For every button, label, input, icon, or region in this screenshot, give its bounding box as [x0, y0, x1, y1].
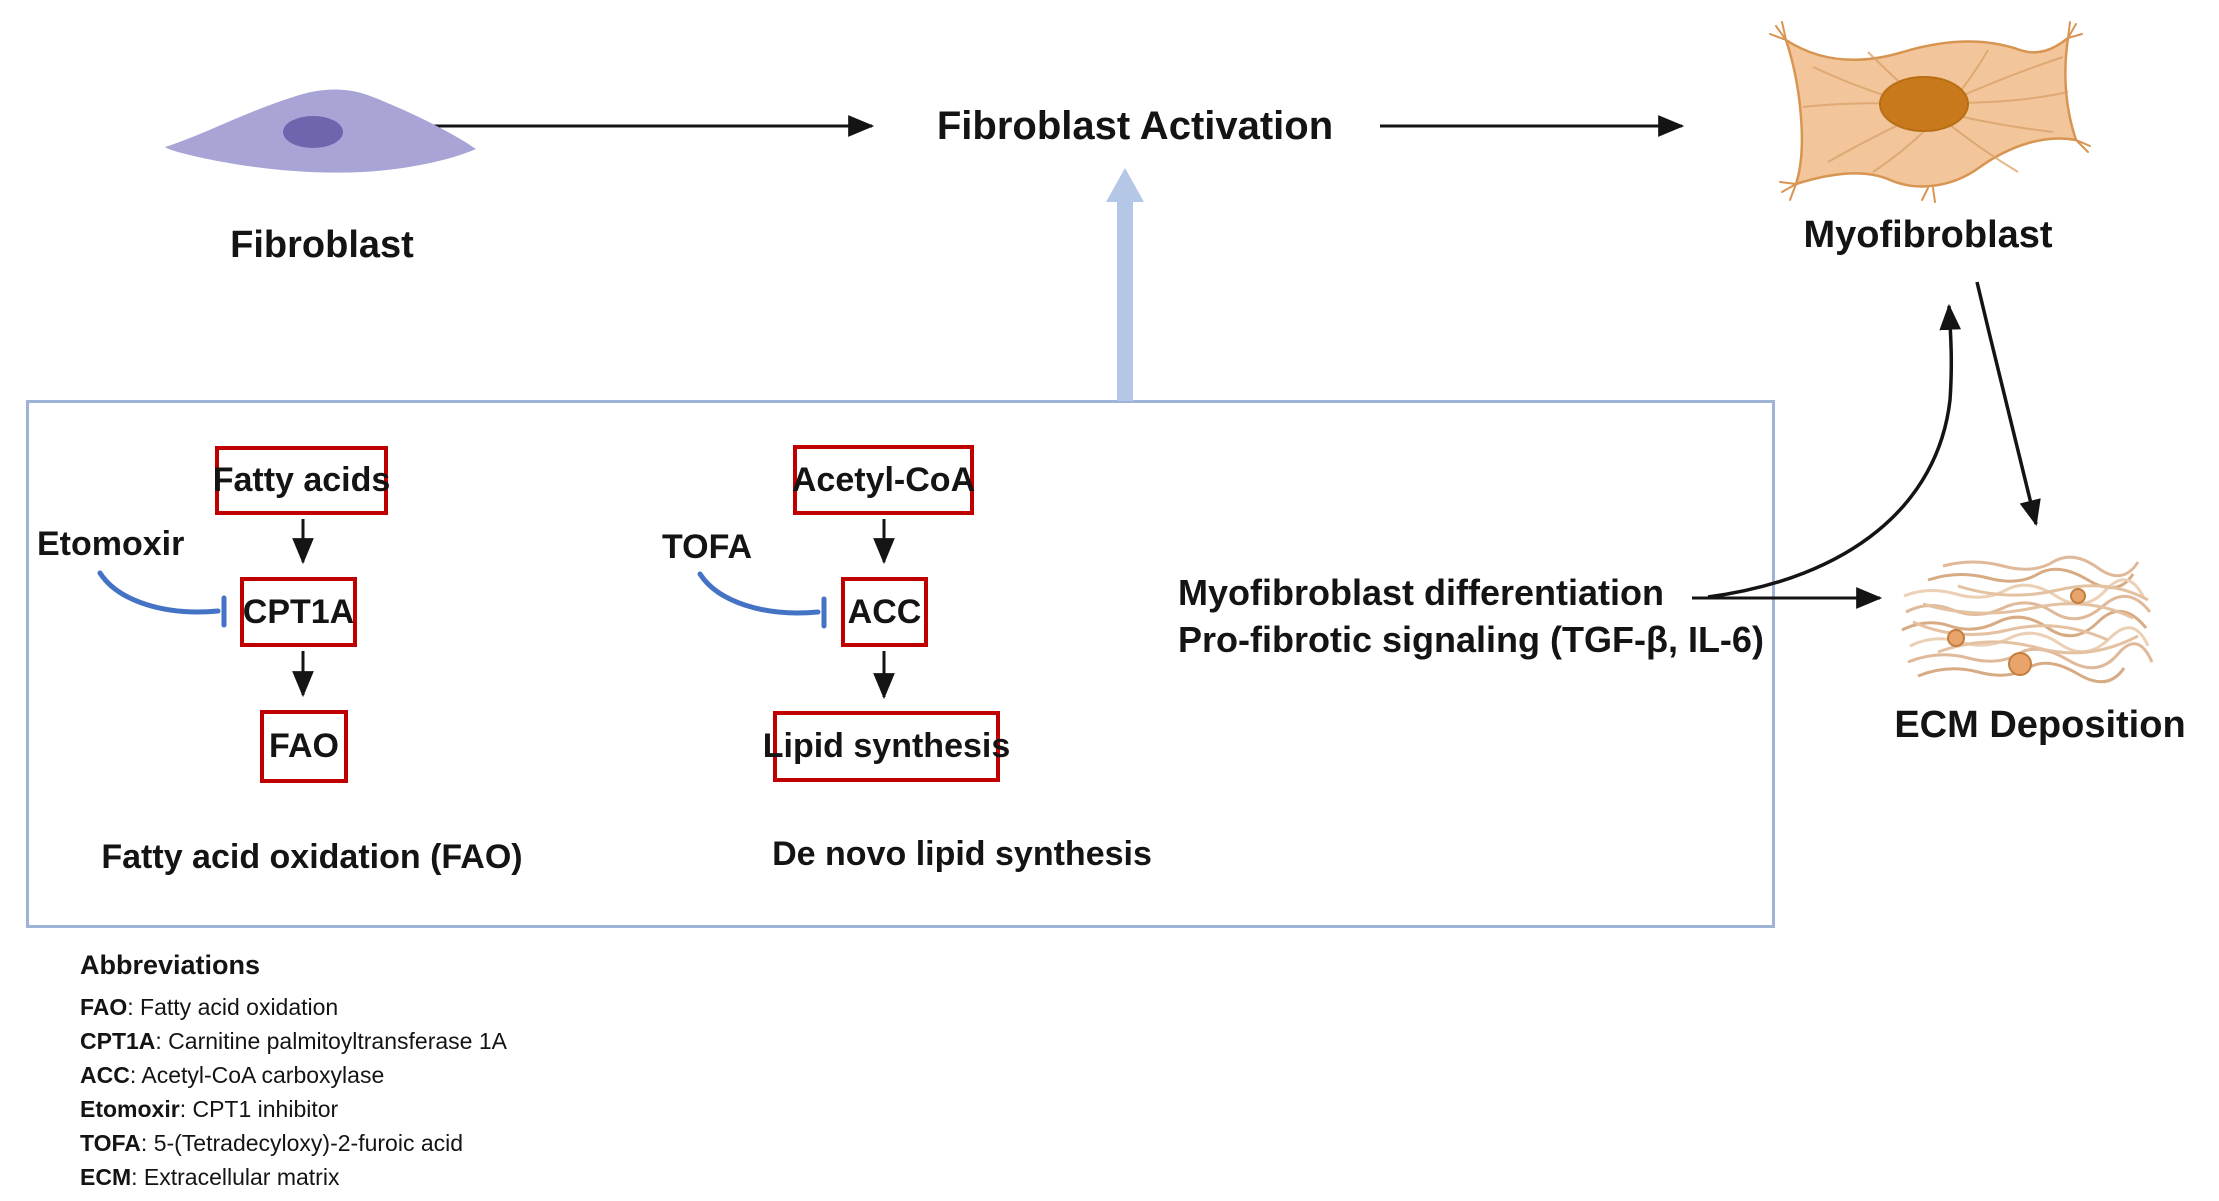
fibroblast-activation-label: Fibroblast Activation	[936, 104, 1334, 148]
etomoxir-label: Etomoxir	[37, 525, 185, 563]
etomoxir-inhibition-arrow	[97, 570, 221, 615]
abbreviation-definition: : 5-(Tetradecyloxy)-2-furoic acid	[140, 1130, 464, 1156]
outcome-to-myofibroblast-curved-arrow	[1707, 303, 1962, 599]
abbreviations-title: Abbreviations	[80, 950, 261, 980]
myofibroblast-nucleus	[1879, 76, 1969, 132]
ecm-vesicle	[1947, 629, 1965, 647]
abbreviation-item: TOFA: 5-(Tetradecyloxy)-2-furoic acid	[80, 1126, 507, 1160]
fatty-acids-box: Fatty acids	[213, 446, 390, 515]
abbreviation-item: ACC: Acetyl-CoA carboxylase	[80, 1058, 507, 1092]
myofibroblast-label: Myofibroblast	[1803, 214, 2053, 256]
abbreviation-item: Etomoxir: CPT1 inhibitor	[80, 1092, 507, 1126]
abbreviation-term: TOFA	[80, 1130, 141, 1156]
ecm-fibers-icon	[1901, 555, 2154, 684]
panel-to-activation-thick-arrow	[1106, 168, 1144, 401]
abbreviations-block: Abbreviations FAO: Fatty acid oxidation …	[80, 950, 507, 1194]
outcome-line2: Pro-fibrotic signaling (TGF-β, IL-6)	[1178, 619, 1764, 660]
abbreviation-definition: : CPT1 inhibitor	[179, 1096, 339, 1122]
acetyl-coa-box: Acetyl-CoA	[792, 445, 975, 515]
abbreviation-term: Etomoxir	[80, 1096, 180, 1122]
myofibroblast-cell-icon	[1769, 21, 2091, 203]
acc-box: ACC	[841, 577, 928, 647]
abbreviation-item: CPT1A: Carnitine palmitoyltransferase 1A	[80, 1024, 507, 1058]
fibroblast-nucleus	[283, 116, 343, 148]
outcome-line1: Myofibroblast differentiation	[1178, 572, 1664, 613]
abbreviation-item: ECM: Extracellular matrix	[80, 1160, 507, 1194]
tofa-inhibition-arrow	[697, 571, 821, 616]
abbreviation-definition: : Acetyl-CoA carboxylase	[129, 1062, 385, 1088]
myofibroblast-to-ecm-arrow	[1975, 281, 2041, 527]
fibroblast-cell-icon	[165, 89, 476, 173]
abbreviation-item: FAO: Fatty acid oxidation	[80, 990, 507, 1024]
abbreviation-definition: : Fatty acid oxidation	[127, 994, 339, 1020]
lipid-branch-caption: De novo lipid synthesis	[772, 835, 1152, 873]
ecm-deposition-label: ECM Deposition	[1894, 704, 2186, 746]
abbreviation-term: CPT1A	[80, 1028, 156, 1054]
cpt1a-box: CPT1A	[240, 577, 357, 647]
fao-box: FAO	[260, 710, 348, 783]
abbreviation-definition: : Carnitine palmitoyltransferase 1A	[155, 1028, 507, 1054]
tofa-label: TOFA	[662, 528, 753, 566]
fibroblast-label: Fibroblast	[230, 224, 414, 266]
abbreviation-term: ACC	[80, 1062, 130, 1088]
pathway-panel-box	[26, 400, 1775, 928]
ecm-vesicle	[2008, 652, 2032, 676]
abbreviation-term: FAO	[80, 994, 128, 1020]
abbreviation-definition: : Extracellular matrix	[131, 1164, 340, 1190]
ecm-vesicle	[2070, 588, 2086, 604]
lipid-synthesis-box: Lipid synthesis	[763, 711, 1010, 782]
abbreviation-term: ECM	[80, 1164, 132, 1190]
fao-branch-caption: Fatty acid oxidation (FAO)	[101, 838, 523, 876]
